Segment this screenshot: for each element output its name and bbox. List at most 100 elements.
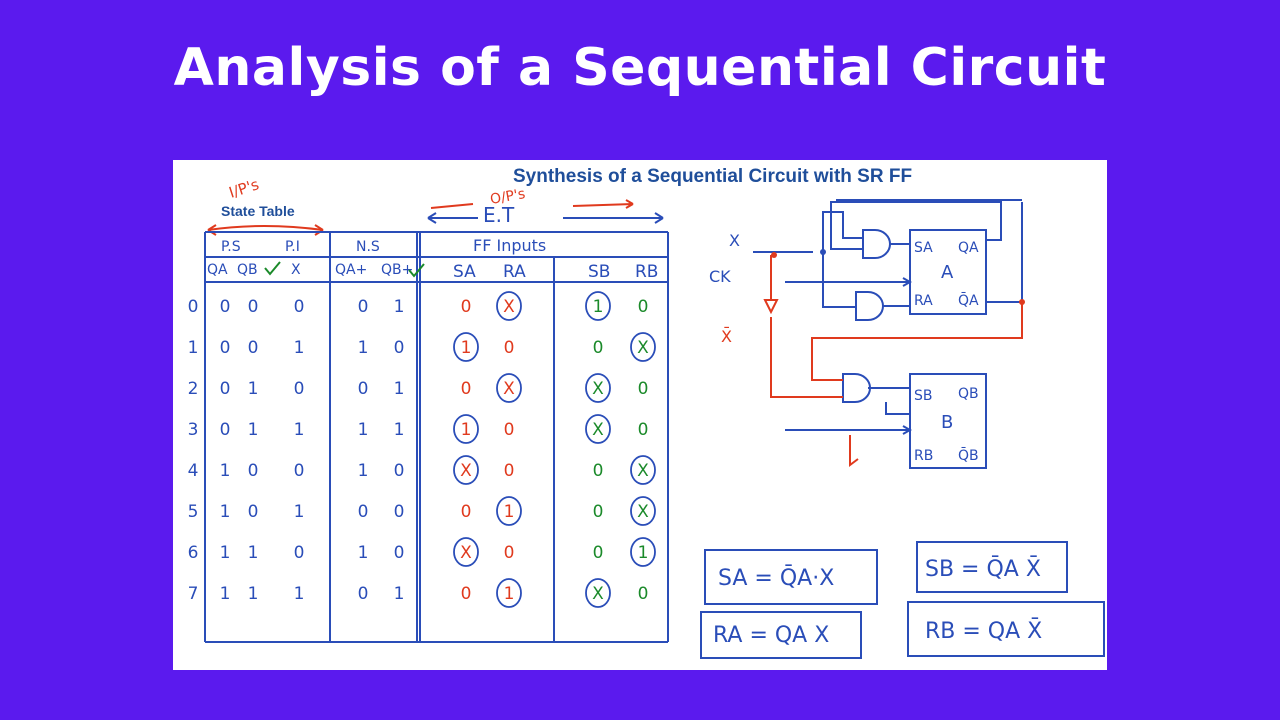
eq-ra: RA = QA X [713,623,829,648]
cell-qb-next: 1 [394,379,405,399]
cell-sa: 0 [461,297,472,317]
cell-index: 3 [188,420,199,440]
cell-x: 0 [294,297,305,317]
cell-qa: 1 [220,543,231,563]
input-xbar-label: X̄ [721,327,732,346]
and-gate-sb [842,373,871,403]
cell-qb: 1 [248,584,259,604]
cell-rb: X [637,338,649,358]
wire-qa-feedback [830,201,1002,250]
header-ps: P.S [221,239,241,255]
input-ck-label: CK [709,267,731,286]
cell-qb-next: 1 [394,584,405,604]
cell-qb-next: 1 [394,420,405,440]
ff-a-name: A [941,262,954,283]
cell-rb: 1 [638,543,649,563]
cell-qa-next: 0 [358,584,369,604]
cell-qb-next: 0 [394,502,405,522]
cell-circle [453,455,479,485]
junction-x2 [820,249,826,255]
cell-qb: 1 [248,379,259,399]
cell-circle [453,414,479,444]
cell-qa-next: 0 [358,379,369,399]
header-qb: QB [237,262,258,278]
cell-qa: 0 [220,420,231,440]
cell-qb: 0 [248,297,259,317]
state-table-label: State Table [221,203,295,219]
ff-a-s: SA [914,240,933,256]
pen-cursor-mark [849,435,859,467]
cell-index: 0 [188,297,199,317]
wire-x [753,211,910,308]
ff-b-s: SB [914,388,933,404]
cell-sb: X [592,420,604,440]
cell-qa: 0 [220,297,231,317]
cell-ra: 1 [504,584,515,604]
cell-index: 4 [188,461,199,481]
state-table-arrow [207,225,324,231]
cell-qb: 0 [248,338,259,358]
cell-x: 1 [294,420,305,440]
et-label: E.T [483,203,515,227]
eq-rb-box [907,601,1105,657]
cell-sa: 0 [461,379,472,399]
cell-ra: 0 [504,461,515,481]
cell-qa-next: 1 [358,543,369,563]
cell-ra: 1 [504,502,515,522]
cell-qb: 0 [248,461,259,481]
cell-sb: X [592,379,604,399]
whiteboard: Synthesis of a Sequential Circuit with S… [173,160,1107,670]
cell-circle [496,578,522,608]
header-pi: P.I [285,239,300,255]
cell-qa: 0 [220,338,231,358]
eq-rb: RB = QA X̄ [925,618,1042,644]
cell-rb: X [637,461,649,481]
header-rb: RB [635,262,658,282]
cell-sa: 0 [461,584,472,604]
cell-qb-next: 0 [394,543,405,563]
cell-index: 1 [188,338,199,358]
cell-x: 1 [294,338,305,358]
table-headers: P.S P.I N.S FF Inputs QA QB X QA+ QB+ SA… [207,236,658,282]
ff-a-qbar: Q̄A [958,291,979,309]
cell-sb: 0 [593,461,604,481]
wire-ck [785,277,913,287]
cell-sa: 1 [461,420,472,440]
cell-sb: X [592,584,604,604]
cell-sb: 1 [593,297,604,317]
circuit-red-wires [763,255,1023,398]
cell-rb: 0 [638,420,649,440]
cell-qa-next: 0 [358,297,369,317]
cell-sa: 1 [461,338,472,358]
cell-circle [496,291,522,321]
et-arrow-left [427,212,478,224]
cell-ra: 0 [504,543,515,563]
wire-ck-b [785,425,913,435]
cell-qa: 1 [220,584,231,604]
ff-a-box [909,229,987,315]
cell-index: 2 [188,379,199,399]
cell-qb-next: 0 [394,338,405,358]
junction-x [771,252,777,258]
ff-a-r: RA [914,293,933,309]
cell-qa: 1 [220,502,231,522]
ff-b-name: B [941,412,953,433]
circuit-diagram [753,199,1023,469]
ff-a-q: QA [958,240,979,256]
cell-qb-next: 1 [394,297,405,317]
cell-ra: 0 [504,338,515,358]
header-ns: N.S [356,239,380,255]
header-check-marks [264,261,425,278]
eq-sb-box [916,541,1068,593]
cell-circle [453,537,479,567]
and-gate-sa [862,229,891,259]
cell-circle [496,373,522,403]
header-x: X [291,262,301,278]
board-title: Synthesis of a Sequential Circuit with S… [513,166,913,187]
cell-circle [453,332,479,362]
eq-sa-box [704,549,878,605]
board-drawing: I/P's State Table O/P's E.T P.S P.I N.S … [188,175,1105,659]
equation-boxes [700,541,1105,659]
header-ff-inputs: FF Inputs [473,236,546,255]
